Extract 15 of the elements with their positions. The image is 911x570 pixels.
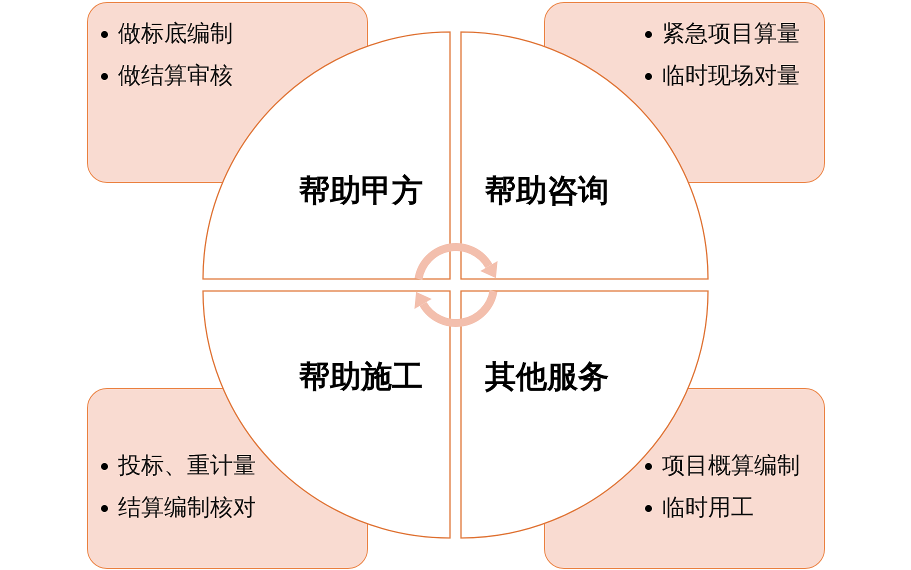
list-item-text: 紧急项目算量 bbox=[662, 20, 800, 48]
sector-title: 帮助甲方 bbox=[299, 173, 423, 209]
quarter-circle-segment bbox=[460, 290, 709, 539]
list-item-text: 临时用工 bbox=[662, 494, 754, 522]
curved-arrow bbox=[414, 290, 498, 327]
curved-arrow bbox=[414, 243, 498, 280]
list-item-text: 做标底编制 bbox=[118, 20, 233, 48]
list-item-text: 投标、重计量 bbox=[118, 452, 256, 480]
list-item-text: 项目概算编制 bbox=[662, 452, 800, 480]
sector-title: 帮助施工 bbox=[299, 359, 423, 395]
list-item-text: 结算编制核对 bbox=[118, 494, 256, 522]
list-item-text: 临时现场对量 bbox=[662, 62, 800, 90]
list-item-text: 做结算审核 bbox=[118, 62, 233, 90]
sector-title: 帮助咨询 bbox=[485, 173, 609, 209]
sector-title: 其他服务 bbox=[485, 359, 609, 395]
